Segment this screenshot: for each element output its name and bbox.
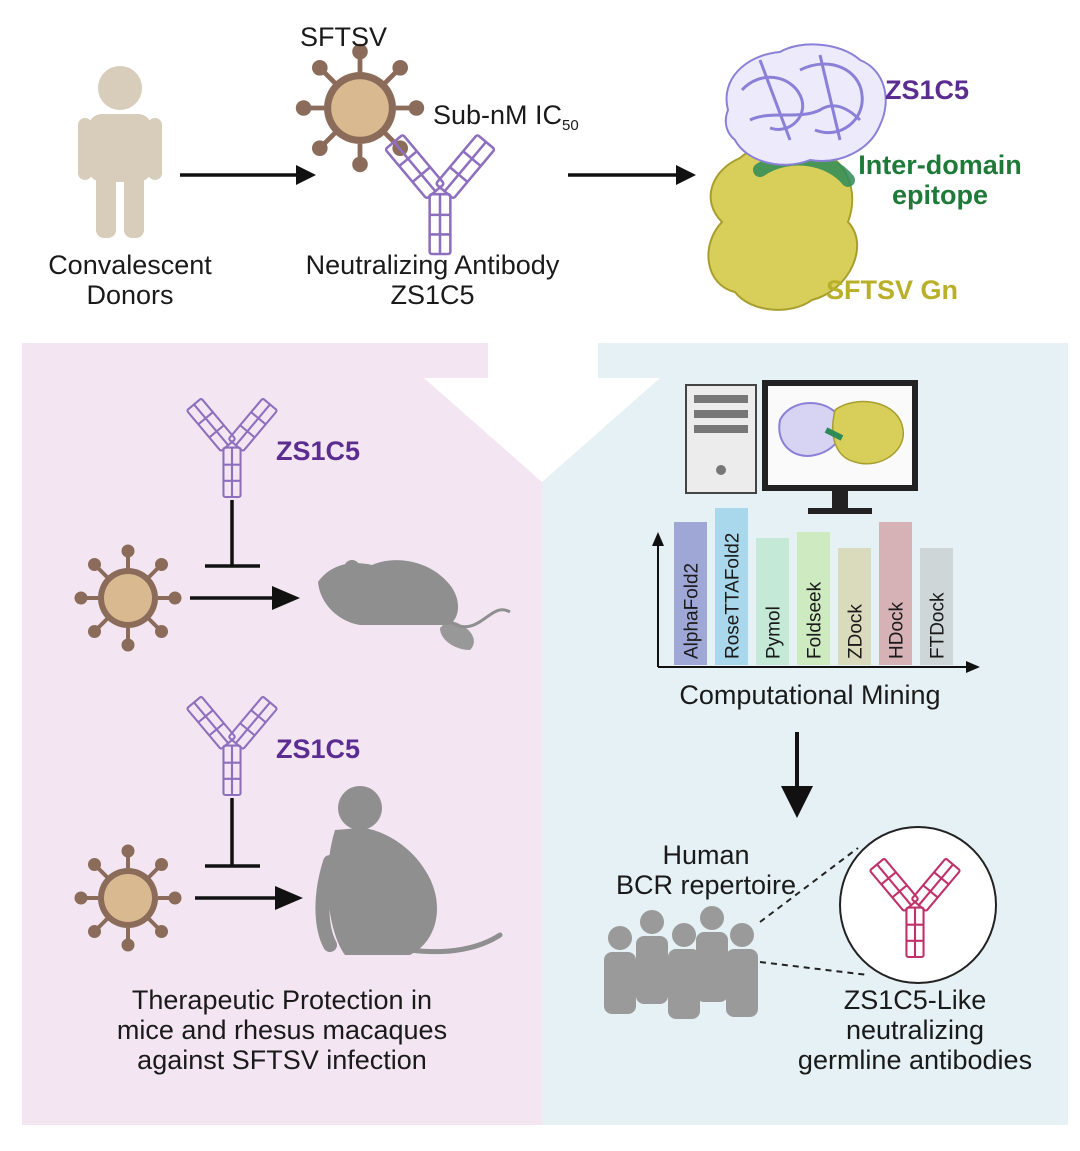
zoom-line-bottom: [759, 961, 869, 976]
antibody-icon: [383, 133, 497, 256]
left-panel-bg: [22, 343, 542, 1125]
tool-bar-ftdock: [920, 548, 953, 665]
macaque-silhouette-icon: [315, 786, 503, 955]
tool-bar-pymol: [756, 538, 789, 665]
arrowhead-icon: [781, 786, 813, 818]
monitor-icon: [762, 380, 918, 514]
arrowhead-icon: [676, 165, 696, 185]
tool-label: RoseTTAFold2: [723, 533, 744, 659]
tool-label: AlphaFold2: [682, 563, 703, 659]
down-notch-arrow: [424, 343, 660, 482]
tool-label: HDock: [887, 601, 908, 659]
zoom-line-top: [759, 847, 859, 923]
arrowhead-icon: [272, 586, 300, 610]
computer-tower-icon: [685, 384, 757, 494]
mining-label: Computational Mining: [679, 680, 941, 710]
virus-label: SFTSV: [300, 22, 388, 52]
protein-structure-icon: [707, 43, 887, 311]
arrowhead-icon: [966, 661, 980, 673]
tool-bar-zdock: [838, 548, 871, 665]
tool-bar-foldseek: [797, 532, 830, 665]
mouse-silhouette-icon: [318, 560, 511, 650]
mouse-antibody-label: ZS1C5: [276, 436, 361, 466]
tool-label: FTDock: [928, 592, 949, 659]
arrowhead-icon: [652, 532, 664, 546]
arrowhead-icon: [296, 165, 316, 185]
tool-bar-alphafold2: [674, 522, 707, 665]
tool-label: ZDock: [846, 604, 867, 659]
tool-bar-rosettafold2: [715, 508, 748, 665]
tool-bar-hdock: [879, 522, 912, 665]
ic50-label: Sub-nM IC50: [433, 100, 579, 134]
gn-label: SFTSV Gn: [826, 275, 959, 305]
virus-icon: [74, 844, 182, 952]
macaque-antibody-label: ZS1C5: [276, 734, 361, 764]
virus-icon: [74, 544, 182, 652]
tool-label: Pymol: [764, 606, 785, 659]
tool-label: Foldseek: [805, 581, 826, 659]
structure-antibody-label: ZS1C5: [885, 75, 970, 105]
donor-silhouette-icon: [78, 66, 162, 238]
arrowhead-icon: [275, 886, 303, 910]
crowd-silhouette-icon: [604, 906, 758, 1019]
